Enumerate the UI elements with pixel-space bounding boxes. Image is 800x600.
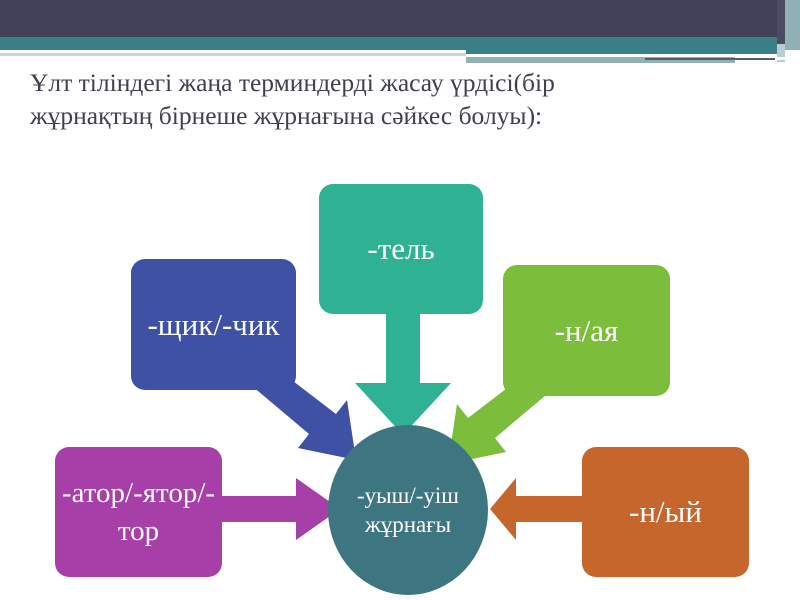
slide-title-line-2: жұрнақтың бірнеше жұрнағына сәйкес болуы… (30, 101, 543, 130)
header-teal-bar (0, 37, 777, 50)
header-navy-bar (0, 0, 777, 37)
header-navy-bar-right (777, 0, 785, 44)
arrow-right-ator-to-center (216, 478, 340, 540)
slide-title: Ұлт тіліндегі жаңа терминдерді жасау үрд… (30, 66, 750, 132)
node-naya-label: -н/ая (554, 312, 619, 348)
node-shchik-label: -щик/-чик (147, 306, 280, 342)
header-right-edge (785, 0, 800, 50)
node-tel[interactable]: -тель (319, 184, 483, 314)
node-center-label: -уыш/-уіш жұрнағы (357, 483, 459, 537)
node-tel-label: -тель (367, 231, 435, 266)
header-underline-rule (645, 58, 775, 60)
header-gray-step (466, 57, 735, 63)
decorative-header-band (0, 0, 800, 63)
arrow-down-right-shchik-to-center (252, 368, 356, 460)
header-teal-step (466, 50, 777, 54)
node-center-suffix[interactable]: -уыш/-уіш жұрнағы (328, 425, 488, 595)
arrow-down-tel-to-center (355, 305, 451, 435)
slide-title-line-1: Ұлт тіліндегі жаңа терминдерді жасау үрд… (30, 68, 555, 97)
node-nyi-label: -н/ый (629, 494, 702, 529)
header-white-step (466, 54, 777, 57)
arrow-left-nyi-to-center (490, 478, 594, 540)
node-shchik[interactable]: -щик/-чик (131, 259, 296, 390)
header-right-fade (777, 44, 785, 62)
node-naya[interactable]: -н/ая (503, 265, 670, 396)
node-ator-label: -атор/-ятор/-тор (61, 477, 216, 547)
node-ator[interactable]: -атор/-ятор/-тор (55, 447, 222, 577)
header-white-line (0, 50, 466, 53)
node-nyi[interactable]: -н/ый (582, 447, 749, 577)
header-gray-line (0, 53, 466, 56)
